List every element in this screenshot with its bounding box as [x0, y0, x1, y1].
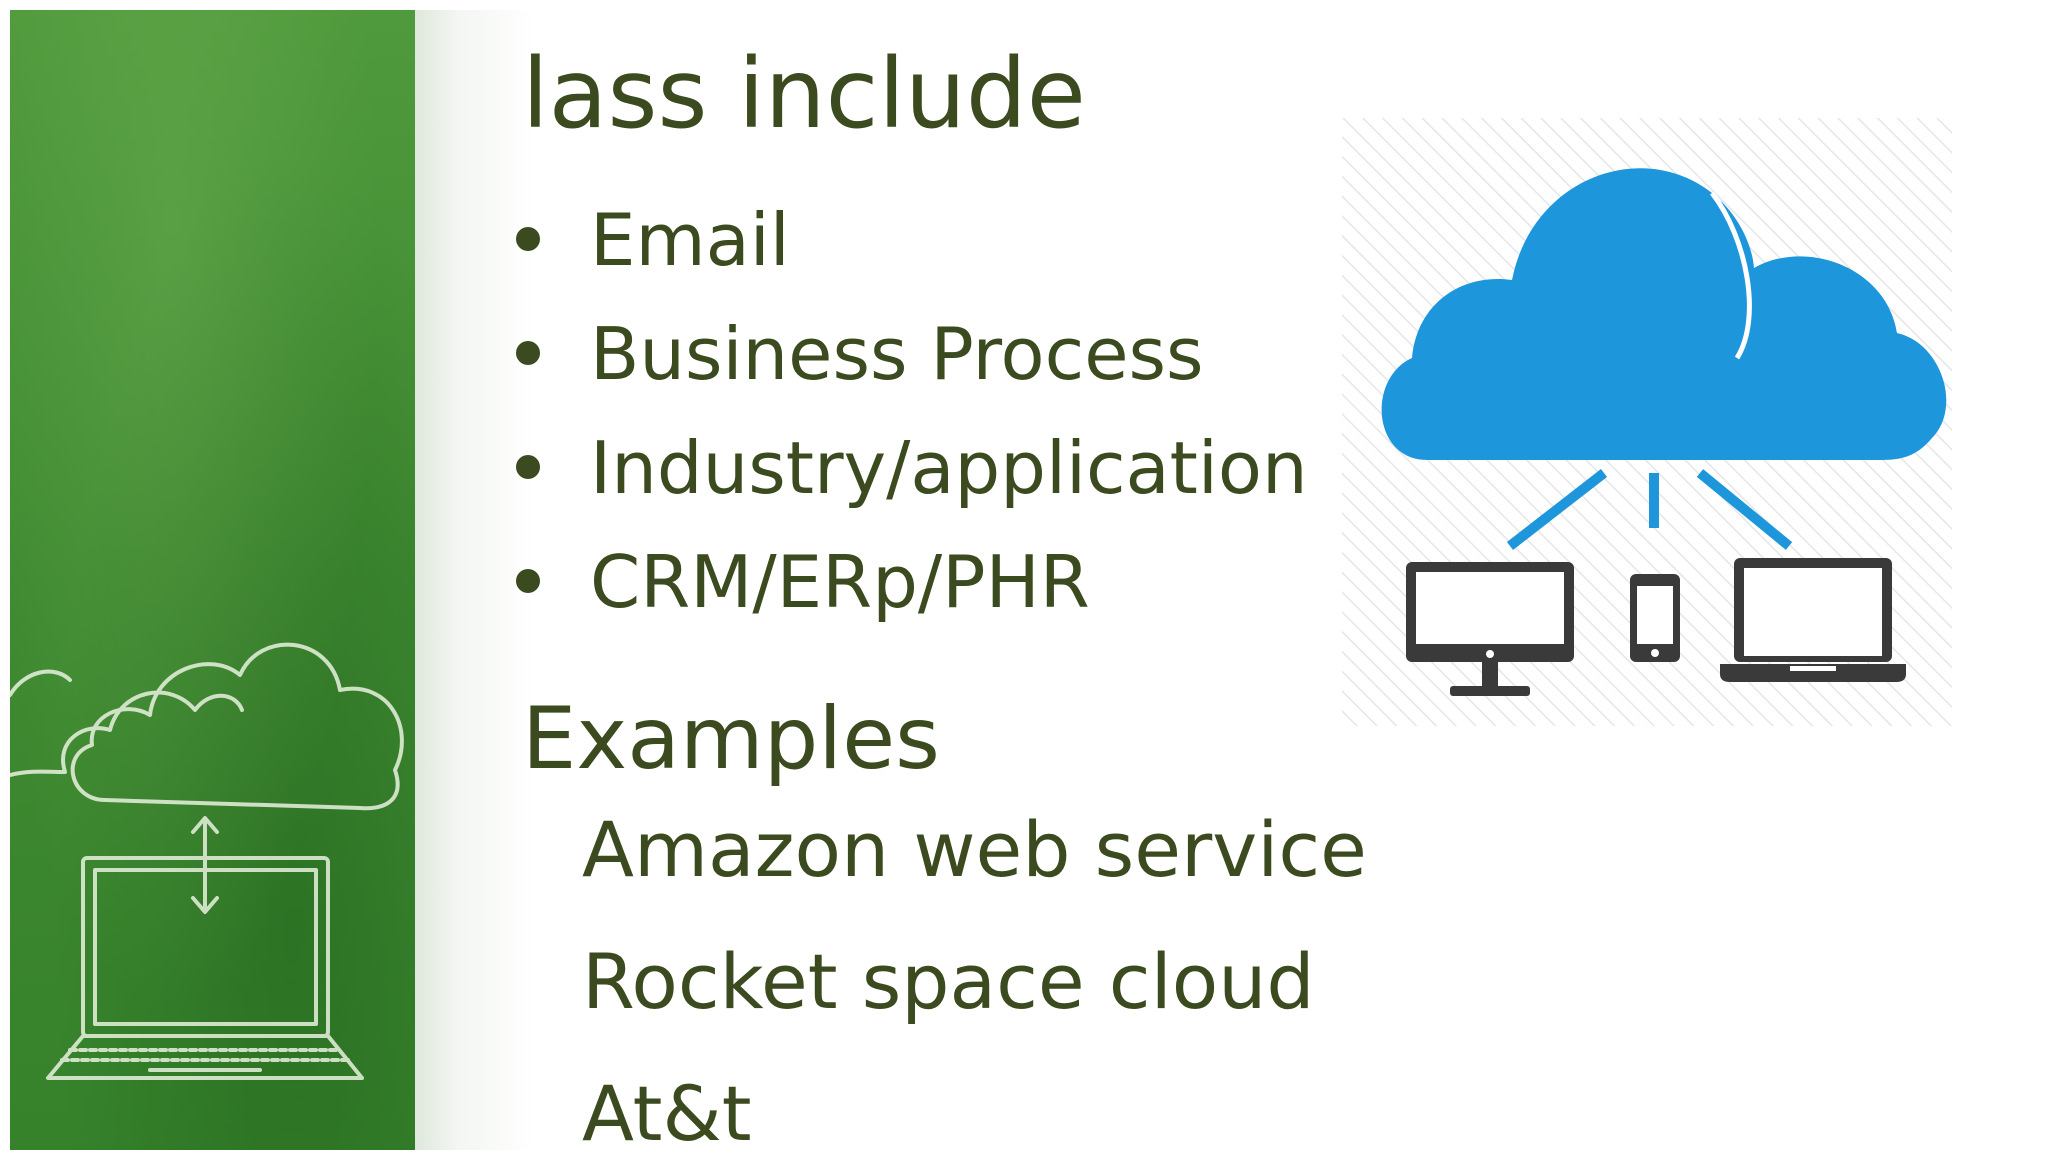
chalk-cloud-icon: [70, 642, 404, 811]
cloud-icon: [1381, 168, 1947, 460]
bullet-icon: [516, 569, 540, 594]
cloud-illustration: [1342, 118, 1952, 726]
monitor-icon: [1406, 562, 1574, 696]
example-item: At&t: [582, 1069, 752, 1152]
bullet-text: Business Process: [590, 312, 1204, 396]
side-panel-fade: [415, 10, 535, 1150]
bullet-text: Industry/application: [590, 426, 1308, 510]
bullet-list: Email Business Process Industry/applicat…: [512, 190, 1308, 646]
bullet-icon: [516, 455, 540, 480]
smartphone-icon: [1630, 574, 1680, 662]
bullet-text: Email: [590, 198, 790, 282]
slide-title: lass include: [522, 38, 1086, 150]
laptop-icon: [1720, 558, 1906, 682]
bullet-text: CRM/ERp/PHR: [590, 540, 1090, 624]
bullet-icon: [516, 227, 540, 252]
examples-list: Amazon web service Rocket space cloud At…: [582, 800, 1367, 1152]
example-item: Amazon web service: [582, 805, 1367, 894]
chalk-drawing: [10, 642, 404, 1080]
bullet-icon: [516, 341, 540, 366]
list-item: Email: [512, 190, 1308, 304]
example-item: Rocket space cloud: [582, 937, 1315, 1026]
examples-heading: Examples: [522, 689, 940, 789]
list-item: CRM/ERp/PHR: [512, 532, 1308, 646]
list-item: Business Process: [512, 304, 1308, 418]
list-item: Industry/application: [512, 418, 1308, 532]
side-panel: [10, 10, 415, 1150]
chalk-cloud-icon: [10, 690, 244, 777]
